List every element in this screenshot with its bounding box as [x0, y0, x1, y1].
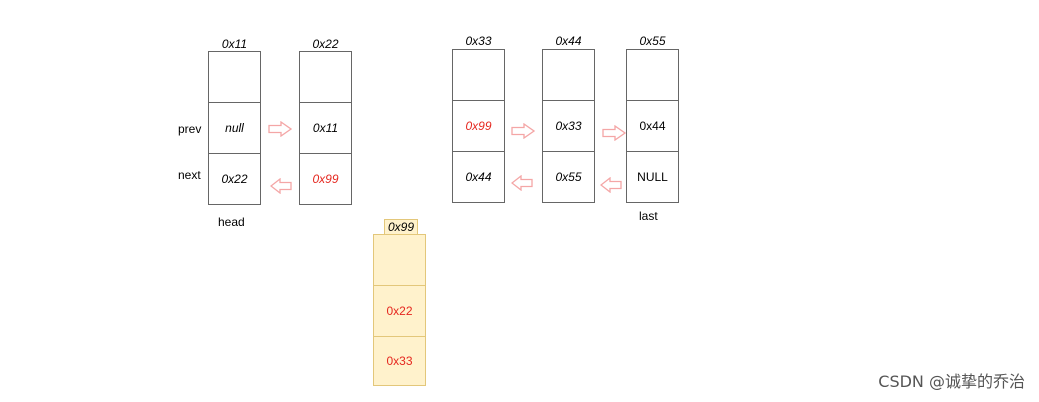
- node-data-cell: [452, 49, 505, 101]
- node-address: 0x22: [312, 37, 339, 51]
- node-prev-cell: null: [208, 102, 261, 154]
- node-next-cell: 0x44: [452, 151, 505, 203]
- node-next-cell: 0x33: [373, 336, 426, 386]
- head-caption: head: [218, 215, 245, 229]
- node-address: 0x44: [555, 34, 582, 48]
- node-data-cell: [208, 51, 261, 103]
- node-prev-cell: 0x33: [542, 100, 595, 152]
- node-prev-cell: 0x44: [626, 100, 679, 152]
- node-next-cell: 0x55: [542, 151, 595, 203]
- right-arrow-icon: [602, 125, 626, 141]
- node-data-cell: [299, 51, 352, 103]
- csdn-watermark: CSDN @诚挚的乔治: [878, 372, 1025, 391]
- node-address: 0x11: [221, 37, 248, 51]
- node-next-cell: 0x22: [208, 153, 261, 205]
- right-arrow-icon: [268, 121, 292, 137]
- right-arrow-icon: [511, 123, 535, 139]
- node-prev-cell: 0x11: [299, 102, 352, 154]
- left-arrow-icon: [270, 178, 292, 194]
- node-address: 0x99: [384, 219, 418, 235]
- left-arrow-icon: [600, 177, 622, 193]
- node-data-cell: [626, 49, 679, 101]
- left-arrow-icon: [511, 175, 533, 191]
- node-prev-cell: 0x99: [452, 100, 505, 152]
- last-caption: last: [639, 209, 658, 223]
- next-row-label: next: [178, 168, 201, 182]
- node-address: 0x33: [465, 34, 492, 48]
- node-data-cell: [373, 234, 426, 286]
- prev-row-label: prev: [178, 122, 202, 136]
- node-next-cell: NULL: [626, 151, 679, 203]
- node-prev-cell: 0x22: [373, 285, 426, 337]
- node-address: 0x55: [639, 34, 666, 48]
- node-next-cell: 0x99: [299, 153, 352, 205]
- node-data-cell: [542, 49, 595, 101]
